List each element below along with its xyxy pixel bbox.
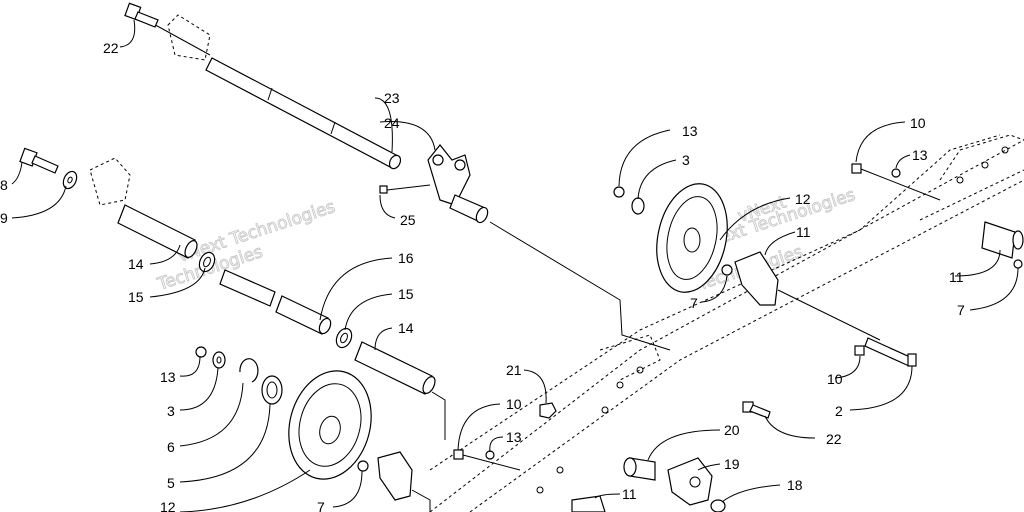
callout-7-far-right: 7	[957, 302, 965, 318]
bolt-22-top	[124, 2, 159, 28]
callout-13-far-right: 13	[912, 147, 928, 163]
callout-20: 20	[724, 422, 740, 438]
callout-24: 24	[384, 115, 400, 131]
callout-23: 23	[384, 90, 400, 106]
callout-10-center: 10	[506, 396, 522, 412]
bolt-2	[864, 337, 917, 367]
idler-wheel-lower	[288, 370, 372, 480]
leader-lines	[11, 19, 1019, 512]
wheel-bracket-7-lower	[357, 451, 431, 512]
callout-18: 18	[787, 477, 803, 493]
callout-13-upper-right: 13	[682, 123, 698, 139]
callout-10-upper-right: 10	[910, 115, 926, 131]
bolt-22-lower	[742, 401, 771, 419]
nut-21	[539, 402, 557, 419]
washer-3-upper-right	[631, 197, 645, 215]
callout-8: 8	[0, 177, 8, 193]
tube-11-lower	[571, 495, 606, 512]
nut-13-upper-right	[613, 186, 625, 198]
washer-18	[710, 499, 726, 512]
callout-11-upper: 11	[796, 224, 811, 240]
callout-2: 2	[835, 403, 843, 419]
washer-9	[62, 170, 78, 190]
callout-3-lower-left: 3	[167, 403, 175, 419]
bearing-5	[261, 375, 283, 405]
bushing-20	[623, 457, 656, 481]
callout-14-right: 14	[398, 320, 414, 336]
callout-21: 21	[506, 362, 522, 378]
callout-labels: 22 23 24 25 8 9 14 15 16 15 14 13 3 6 5 …	[0, 40, 965, 512]
snap-ring-6	[239, 358, 259, 383]
spacer-14-right	[354, 341, 446, 440]
wheel-bracket-7-upper	[721, 251, 881, 341]
tube-11-right	[981, 221, 1024, 269]
callout-13-lower-left: 13	[160, 369, 176, 385]
callout-15-left: 15	[128, 289, 144, 305]
nut-13-lower-left	[195, 346, 207, 358]
callout-13-center: 13	[506, 429, 522, 445]
callout-22-lower: 22	[826, 431, 842, 447]
callout-16: 16	[398, 250, 414, 266]
bolt-8	[19, 147, 59, 174]
callout-11-far-right: 11	[949, 269, 964, 285]
callout-3-upper-right: 3	[682, 152, 690, 168]
callout-12-lower: 12	[160, 499, 176, 512]
frame-holes	[536, 146, 1009, 494]
callout-19: 19	[724, 456, 740, 472]
spacer-16	[219, 269, 332, 335]
housing-19	[667, 457, 713, 506]
bolt-10-upper-right	[851, 163, 941, 201]
callout-9: 9	[0, 210, 8, 226]
nut-13-center	[485, 450, 495, 460]
washer-3-lower-left	[212, 351, 226, 369]
idler-wheel-upper	[656, 183, 728, 293]
bolt-10-right	[854, 345, 865, 356]
frame-rail	[429, 134, 1024, 512]
callout-5: 5	[167, 475, 175, 491]
set-screw-25	[379, 184, 431, 194]
callout-22-top: 22	[103, 40, 119, 56]
washer-15-right	[335, 327, 353, 349]
callout-15-right: 15	[398, 286, 414, 302]
spacer-14-left	[117, 204, 198, 259]
washer-15-left	[198, 251, 216, 273]
bracket-24	[427, 144, 671, 351]
axle-shaft-23	[134, 17, 402, 170]
callout-11-lower: 11	[622, 486, 637, 502]
nut-13-far-right	[891, 168, 901, 178]
callout-25: 25	[400, 212, 416, 228]
callout-12-upper: 12	[795, 191, 811, 207]
callout-10-right: 10	[827, 371, 843, 387]
callout-6: 6	[167, 439, 175, 455]
callout-7-lower: 7	[317, 499, 325, 512]
callout-14-left: 14	[128, 256, 144, 272]
callout-7-upper: 7	[690, 295, 698, 311]
